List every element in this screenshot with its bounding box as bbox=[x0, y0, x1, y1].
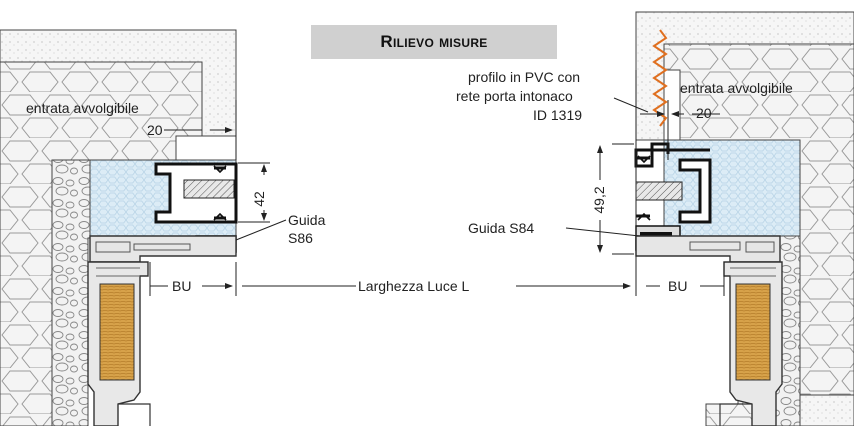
right-entrata-value: 20 bbox=[696, 105, 712, 121]
width-dimension bbox=[149, 262, 725, 296]
right-entrata-label: entrata avvolgibile bbox=[680, 80, 793, 96]
right-height-value: 49,2 bbox=[591, 186, 607, 213]
right-profile-label-line1: profilo in PVC con bbox=[468, 69, 580, 85]
center-width-label: Larghezza Luce L bbox=[358, 278, 470, 294]
right-bu-label: BU bbox=[668, 278, 687, 294]
right-guide-label: Guida S84 bbox=[468, 220, 534, 236]
left-entrata-label: entrata avvolgibile bbox=[26, 100, 139, 116]
right-profile-label-line2: rete porta intonaco bbox=[456, 88, 573, 104]
right-profile-label-line3: ID 1319 bbox=[533, 107, 582, 123]
left-frame-profile bbox=[87, 235, 237, 426]
right-frame-profile bbox=[635, 235, 783, 426]
left-bu-label: BU bbox=[172, 278, 191, 294]
left-height-value: 42 bbox=[251, 191, 267, 207]
left-guide-label-line2: S86 bbox=[288, 230, 313, 246]
left-guide-label-line1: Guida bbox=[288, 212, 326, 228]
page-title: Rilievo misure bbox=[380, 32, 488, 51]
left-dimension-lines bbox=[164, 100, 287, 241]
left-entrata-value: 20 bbox=[147, 122, 163, 138]
right-dimension-lines bbox=[565, 70, 720, 270]
title-banner: Rilievo misure bbox=[311, 25, 557, 59]
